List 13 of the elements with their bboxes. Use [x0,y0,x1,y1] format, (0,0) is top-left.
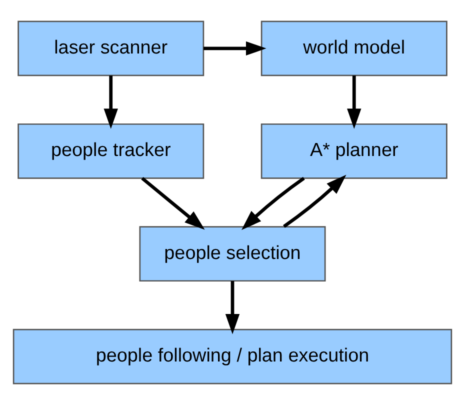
arrow [104,76,118,129]
node-box: people selection [139,226,326,282]
node-box: laser scanner [18,20,204,76]
arrow [141,176,205,230]
arrow [204,41,266,56]
arrow [225,280,240,334]
arrow [347,76,362,129]
arrow [242,176,305,230]
node-box: A* planner [260,123,448,179]
node-box: people tracker [18,123,204,179]
node-box: world model [260,20,448,76]
node-box: people following / plan execution [12,328,452,384]
arrow [283,174,346,228]
